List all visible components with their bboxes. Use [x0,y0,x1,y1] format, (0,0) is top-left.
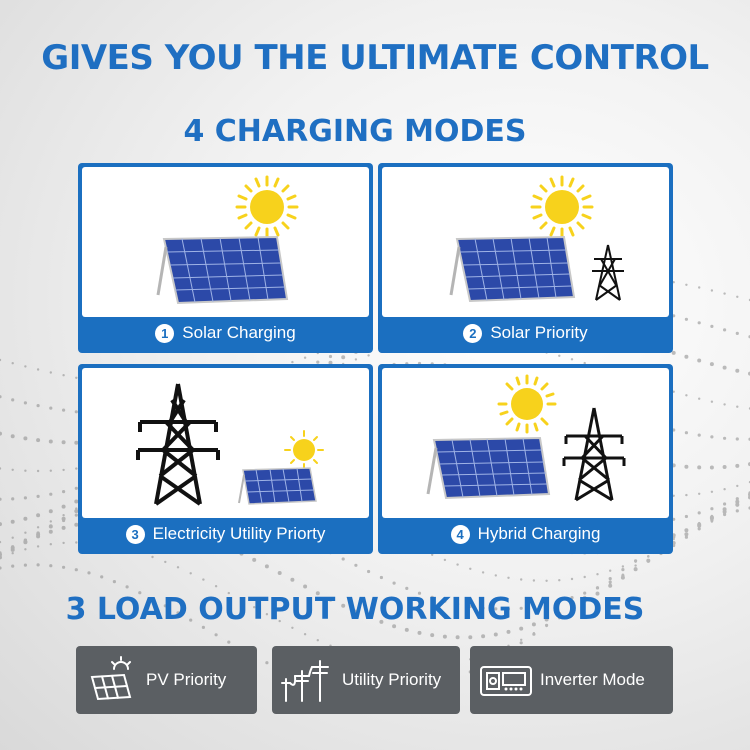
pv-panel-icon [90,656,132,701]
load-mode-label: PV Priority [146,670,227,689]
card-caption: 4 Hybrid Charging [382,518,669,550]
charging-mode-card-utility-priority: 3 Electricity Utility Priorty [78,364,373,554]
charging-mode-card-solar-charging: 1 Solar Charging [78,163,373,353]
mode-label: Electricity Utility Priorty [152,524,326,543]
card-caption: 1 Solar Charging [82,317,369,349]
charging-mode-card-hybrid-charging: 4 Hybrid Charging [378,364,673,554]
sun-icon [284,430,324,470]
card-illustration [382,167,669,317]
card-illustration [382,368,669,518]
power-tower-icon [592,244,624,301]
sun-icon [235,175,299,239]
mode-number-badge: 3 [125,524,145,544]
load-mode-pv-priority: PV Priority [76,646,257,714]
mode-number-badge: 2 [463,323,483,343]
sun-icon [530,175,594,239]
charging-modes-title: 4 CHARGING MODES [183,114,527,149]
mode-number-badge: 4 [450,524,470,544]
power-tower-icon [562,407,626,502]
inverter-icon [480,666,532,696]
load-mode-inverter-mode: Inverter Mode [470,646,673,714]
mode-label: Solar Charging [182,323,296,342]
card-caption: 2 Solar Priority [382,317,669,349]
card-caption: 3 Electricity Utility Priorty [82,518,369,550]
power-tower-icon [136,383,220,506]
charging-mode-card-solar-priority: 2 Solar Priority [378,163,673,353]
page-headline: GIVES YOU THE ULTIMATE CONTROL [41,38,709,78]
load-mode-utility-priority: Utility Priority [272,646,460,714]
solar-panel-icon [426,436,551,500]
load-mode-label: Inverter Mode [540,670,645,689]
mode-label: Solar Priority [490,323,588,342]
utility-pole-icon [281,660,329,702]
mode-number-badge: 1 [155,323,175,343]
solar-panel-icon [449,235,576,303]
solar-panel-icon [156,235,289,305]
sun-icon [497,374,557,434]
card-illustration [82,368,369,518]
load-mode-label: Utility Priority [342,670,442,689]
load-modes-title: 3 LOAD OUTPUT WORKING MODES [65,592,645,627]
solar-panel-icon [238,467,317,505]
card-illustration [82,167,369,317]
mode-label: Hybrid Charging [477,524,601,543]
